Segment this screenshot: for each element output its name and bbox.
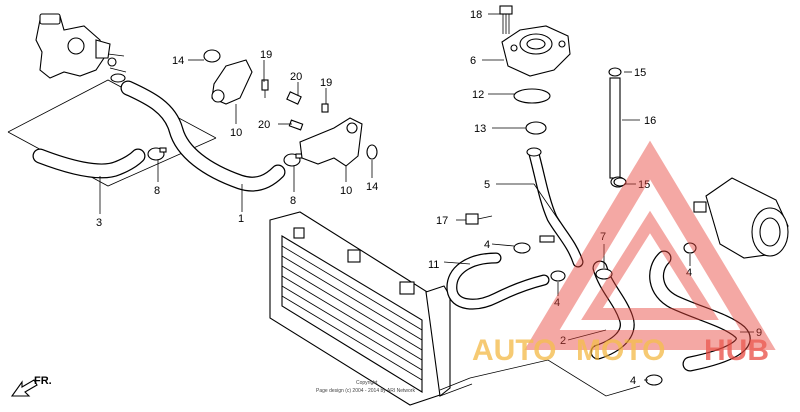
leader-lines (99, 13, 754, 397)
hose-11-part (446, 252, 550, 310)
bolt-19-right (321, 103, 329, 113)
water-pipe-5-part (526, 147, 584, 268)
water-joint-upper-part (203, 49, 253, 105)
hose-9-part (649, 250, 751, 372)
callout-20-top: 20 (290, 71, 302, 83)
callout-3: 3 (96, 217, 102, 229)
hose-clip-8-right (283, 153, 303, 167)
callout-9: 9 (756, 327, 762, 339)
callout-labels: 1 2 3 4 4 4 4 5 6 7 8 8 9 10 10 11 12 13… (96, 9, 762, 387)
callout-1: 1 (238, 213, 244, 225)
copyright-line2: Page design (c) 2004 - 2014 by ARI Netwo… (316, 388, 415, 394)
callout-14-right: 14 (366, 181, 378, 193)
o-ring-12-part (513, 88, 551, 104)
hose-3-part (32, 148, 146, 179)
callout-15-top: 15 (634, 67, 646, 79)
callout-11: 11 (428, 259, 439, 271)
callout-8-left: 8 (154, 185, 160, 197)
callout-8-right: 8 (290, 195, 296, 207)
callout-12: 12 (472, 89, 484, 101)
clip-4-bottom (645, 374, 663, 386)
callout-2: 2 (560, 335, 566, 347)
watermark-triangle-inner (581, 210, 719, 320)
bracket-bolt (539, 235, 555, 243)
hose-clip-top-left (110, 73, 126, 83)
clip-7 (595, 268, 613, 280)
front-arrow-icon (10, 379, 38, 397)
callout-19-right: 19 (320, 77, 332, 89)
watermark-text-auto: AUTO (472, 334, 556, 367)
front-direction-indicator: FR. (10, 375, 52, 397)
callout-15-lower: 15 (638, 179, 650, 191)
watermark-triangle-outer (524, 140, 776, 350)
callout-14-left: 14 (172, 55, 184, 67)
callout-5: 5 (484, 179, 490, 191)
clip-15-lower (613, 177, 627, 187)
watermark-logo: AUTO MOTO HUB (472, 140, 776, 367)
callout-6: 6 (470, 55, 476, 67)
clip-4-right (683, 242, 697, 254)
callout-4-upper: 4 (484, 239, 490, 251)
callout-13: 13 (474, 123, 486, 135)
tube-16-part (608, 67, 626, 188)
copyright-notice: Copyright Page design (c) 2004 - 2014 by… (316, 380, 415, 394)
hose-1-part (120, 80, 286, 192)
hose-clip-8-left (147, 147, 167, 161)
thermostat-housing-part (35, 13, 127, 79)
o-ring-13-part (525, 121, 547, 135)
callout-7: 7 (600, 231, 606, 243)
bolt-20-lower (288, 119, 304, 131)
bolt-20-upper (286, 91, 302, 105)
bolt-18-part (499, 5, 513, 34)
callout-10-upper: 10 (230, 127, 242, 139)
front-label: FR. (34, 375, 52, 387)
water-joint-lower-part (299, 117, 378, 167)
bolt-19-upper (261, 79, 269, 98)
oil-cooler-part (693, 177, 789, 259)
hose-2-part (590, 260, 635, 360)
clip-4-upper (513, 242, 531, 254)
callout-20-left: 20 (258, 119, 270, 131)
radiator-part (269, 211, 473, 406)
watermark-text-moto: MOTO (576, 334, 665, 367)
callout-4-bottom: 4 (630, 375, 636, 387)
callout-10-lower: 10 (340, 185, 352, 197)
callout-4-right: 4 (686, 267, 692, 279)
callout-4-mid: 4 (554, 297, 560, 309)
callout-16: 16 (644, 115, 656, 127)
copyright-line1: Copyright (356, 380, 378, 386)
callout-17: 17 (436, 215, 448, 227)
radiator-fins (281, 245, 423, 381)
bolt-17-part (465, 213, 493, 225)
watermark-text-hub: HUB (704, 334, 769, 367)
clip-4-mid (550, 270, 566, 282)
callout-19-left: 19 (260, 49, 272, 61)
callout-18: 18 (470, 9, 482, 21)
filler-neck-part (501, 25, 571, 77)
